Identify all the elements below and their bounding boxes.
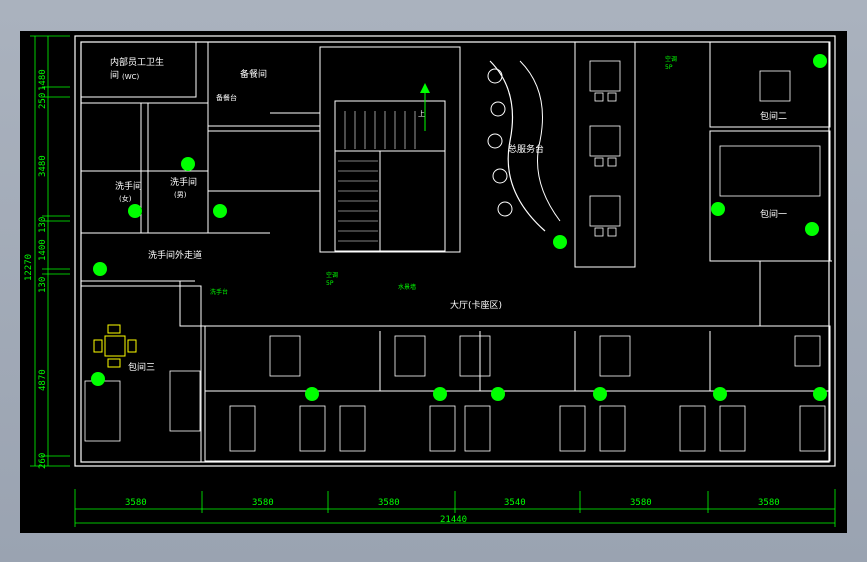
private-room-1-label: 包间一 bbox=[760, 210, 788, 220]
ac-label-top: 空调 bbox=[665, 56, 678, 63]
bar-stools bbox=[487, 68, 513, 217]
dim-left-6: 130 bbox=[38, 276, 48, 293]
outer-walls bbox=[74, 35, 836, 467]
dim-left-8: 260 bbox=[38, 452, 48, 469]
dim-left-4: 130 bbox=[38, 216, 48, 233]
staff-toilet-label-line2: 间 bbox=[110, 71, 120, 81]
hall-label: 大厅(卡座区) bbox=[450, 301, 503, 311]
staff-toilet-label: 内部员工卫生 bbox=[110, 58, 165, 68]
dim-bottom-6: 3580 bbox=[758, 498, 780, 508]
staff-toilet-sublabel: (WC) bbox=[122, 73, 140, 81]
private-room-2-label: 包间二 bbox=[760, 112, 788, 122]
dimension-lines-left bbox=[30, 35, 70, 467]
dim-bottom-2: 3580 bbox=[252, 498, 274, 508]
drawing-canvas[interactable]: 内部员工卫生 间 (WC) 备餐间 备餐台 洗手间 (女) 洗手间 (男) 洗手… bbox=[20, 31, 847, 533]
plants bbox=[91, 54, 827, 401]
dim-left-1: 1480 bbox=[38, 69, 48, 91]
reception-label: 总服务台 bbox=[508, 145, 545, 155]
womens-tag: (女) bbox=[119, 195, 132, 203]
highlight-chairs bbox=[93, 324, 137, 368]
stair-up-label: 上 bbox=[418, 110, 425, 118]
mens-tag: (男) bbox=[174, 191, 187, 199]
dim-bottom-4: 3540 bbox=[504, 498, 526, 508]
prep-room-label: 备餐间 bbox=[240, 70, 268, 80]
dim-left-3: 3480 bbox=[38, 155, 48, 177]
corridor-label: 洗手间外走道 bbox=[148, 251, 203, 261]
dim-total-height: 12270 bbox=[24, 253, 34, 281]
private-room-3-label: 包间三 bbox=[128, 363, 156, 373]
stair-treads bbox=[338, 111, 416, 242]
floor-plan bbox=[30, 35, 836, 527]
dining-sets bbox=[84, 60, 826, 452]
dim-bottom-5: 3580 bbox=[630, 498, 652, 508]
hand-basin-label: 洗手台 bbox=[210, 289, 229, 296]
dimension-lines-bottom bbox=[74, 489, 836, 527]
ac-power-top: 5P bbox=[665, 64, 673, 71]
ac-label-bottom: 空调 bbox=[326, 272, 339, 279]
ac-power-bottom: 5P bbox=[326, 280, 334, 287]
dim-left-2: 250 bbox=[38, 92, 48, 109]
dim-total-width: 21440 bbox=[440, 515, 468, 525]
womens-restroom-label: 洗手间 bbox=[115, 182, 143, 192]
mens-restroom-label: 洗手间 bbox=[170, 178, 198, 188]
dim-left-7: 4870 bbox=[38, 369, 48, 391]
water-feature-label: 水景墙 bbox=[398, 284, 417, 291]
prep-counter-label: 备餐台 bbox=[216, 94, 237, 102]
dim-left-5: 1400 bbox=[38, 239, 48, 261]
dim-bottom-1: 3580 bbox=[125, 498, 147, 508]
dim-bottom-3: 3580 bbox=[378, 498, 400, 508]
